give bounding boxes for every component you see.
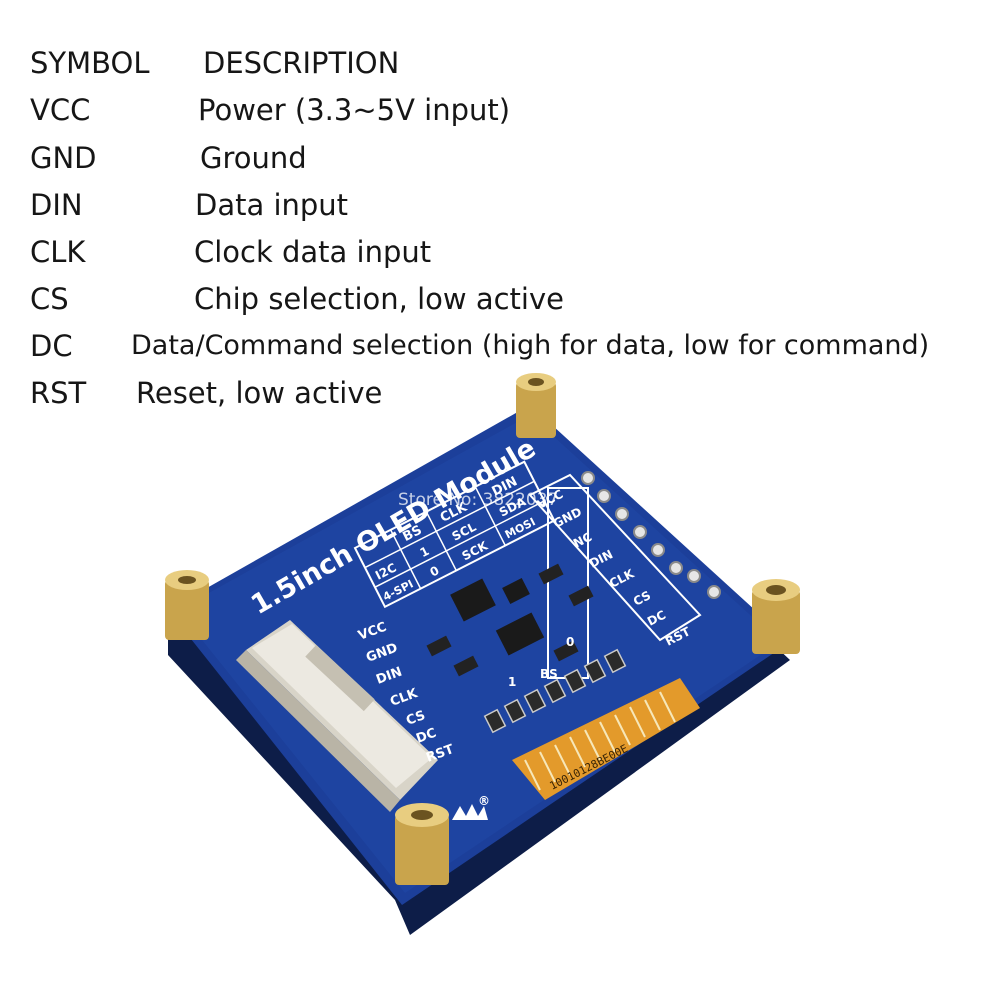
regulator-ic	[450, 578, 496, 622]
row-description-gnd: Ground	[200, 141, 307, 175]
pin-hole	[597, 489, 611, 503]
row-description-din: Data input	[195, 188, 349, 222]
resistor	[503, 698, 527, 724]
row-symbol-rst: RST	[30, 376, 87, 410]
standoff-top	[516, 373, 556, 438]
pin-hole	[581, 471, 595, 485]
store-watermark: Store No: 3822037	[398, 490, 558, 510]
bs-option-1: 1	[508, 675, 516, 689]
standoff-right	[752, 579, 800, 654]
row-description-clk: Clock data input	[194, 235, 432, 269]
bs-option-0: 0	[566, 635, 574, 649]
row-symbol-din: DIN	[30, 188, 83, 222]
row-symbol-gnd: GND	[30, 141, 97, 175]
pin-hole	[615, 507, 629, 521]
pin-hole	[633, 525, 647, 539]
resistor	[483, 708, 507, 734]
flex-traces	[524, 691, 676, 791]
resistor	[543, 678, 567, 704]
row-symbol-clk: CLK	[30, 235, 86, 269]
resistor-array	[483, 648, 627, 734]
chip-small	[502, 577, 530, 605]
resistor	[563, 668, 587, 694]
row-symbol-dc: DC	[30, 329, 73, 363]
pin-hole	[687, 569, 701, 583]
row-description-vcc: Power (3.3~5V input)	[198, 93, 511, 127]
header-description: DESCRIPTION	[203, 46, 400, 80]
smd-component	[426, 635, 452, 657]
resistor	[583, 658, 607, 684]
smd-component	[568, 585, 594, 607]
connector-top	[252, 624, 432, 788]
pin-hole	[669, 561, 683, 575]
row-description-cs: Chip selection, low active	[194, 282, 564, 316]
header-symbol: SYMBOL	[30, 46, 150, 80]
waveshare-logo-icon	[452, 804, 488, 820]
pcb-highlight	[178, 415, 780, 893]
standoff-left	[165, 570, 209, 640]
pin-description-table: SYMBOL DESCRIPTION VCC Power (3.3~5V inp…	[0, 0, 1000, 420]
transistor-ic	[495, 612, 545, 656]
header-label-frame	[528, 473, 702, 642]
registered-mark: ®	[478, 794, 490, 808]
connector-label-cs: CS	[404, 708, 427, 729]
standoff-bottom	[395, 803, 449, 885]
flex-cable	[512, 678, 700, 800]
connector-slot	[305, 644, 375, 712]
row-symbol-vcc: VCC	[30, 93, 91, 127]
row-description-rst: Reset, low active	[136, 376, 383, 410]
smd-component	[453, 655, 479, 677]
pin-hole	[707, 585, 721, 599]
connector-face	[236, 650, 400, 812]
pin-hole	[651, 543, 665, 557]
jst-connector	[236, 620, 438, 812]
bs-jumper-label: BS	[540, 667, 558, 681]
resistor	[523, 688, 547, 714]
row-description-dc: Data/Command selection (high for data, l…	[131, 330, 930, 361]
resistor	[603, 648, 627, 674]
row-symbol-cs: CS	[30, 282, 69, 316]
header-pin-holes	[581, 471, 721, 599]
connector-label-dc: DC	[414, 726, 438, 747]
smd-component	[538, 563, 564, 585]
smd-component	[553, 640, 579, 662]
